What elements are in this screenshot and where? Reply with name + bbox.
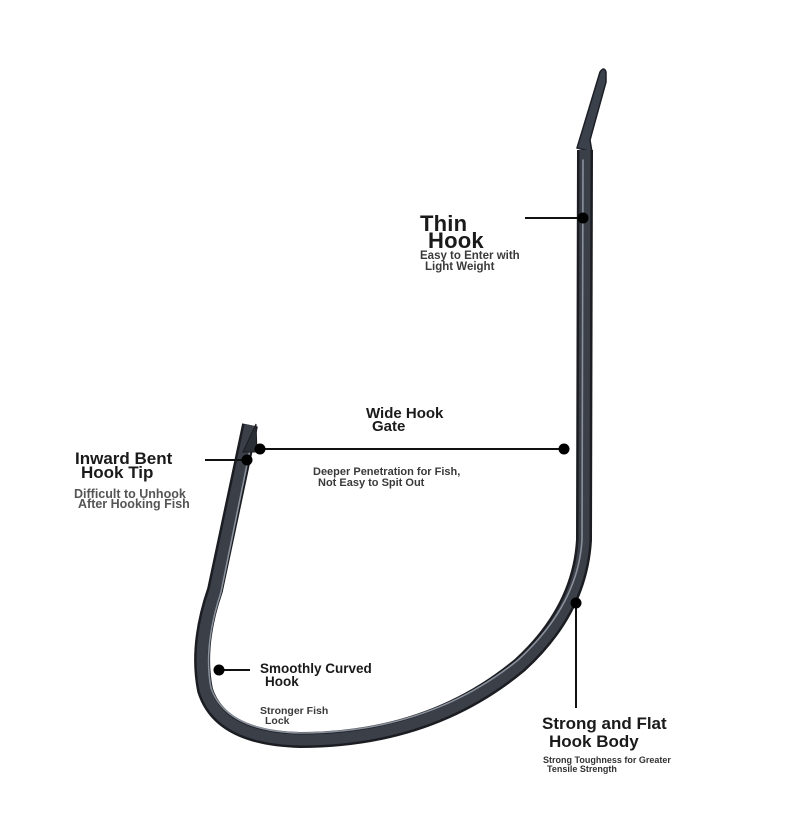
hook-point (242, 423, 258, 453)
wide-gate-title-1: Wide Hook (366, 405, 444, 422)
anchor-dots (213, 212, 589, 676)
dot-gate-right (558, 443, 570, 455)
curved-desc-1: Stronger Fish (260, 705, 329, 717)
flat-body-title-1: Strong and Flat (542, 714, 667, 733)
thin-hook-title-2: Hook (428, 228, 484, 253)
thin-hook-title-1: Thin (420, 211, 468, 236)
inward-tip-desc-2: After Hooking Fish (78, 497, 190, 511)
thin-hook-desc-2: Light Weight (425, 261, 495, 273)
flat-body-title-2: Hook Body (549, 732, 639, 751)
dot-gate-left (254, 443, 266, 455)
dot-inward-tip (241, 454, 253, 466)
wide-gate-desc-1: Deeper Penetration for Fish, (313, 466, 461, 478)
dot-thin-hook (577, 212, 589, 224)
dot-curved (213, 664, 225, 676)
thin-hook-desc-1: Easy to Enter with (420, 250, 520, 262)
flat-body-desc-2: Tensile Strength (547, 764, 617, 774)
inward-tip-desc-1: Difficult to Unhook (74, 487, 186, 501)
hook-body-shade (196, 149, 591, 746)
wide-gate-title-2: Gate (372, 418, 406, 435)
inward-tip-title-1: Inward Bent (75, 449, 173, 468)
hook-body-highlight (207, 159, 584, 734)
curved-title-1: Smoothly Curved (260, 661, 372, 676)
wide-gate-desc-2: Not Easy to Spit Out (318, 477, 425, 489)
hook-eye (576, 68, 607, 154)
leader-lines (205, 217, 583, 708)
curved-title-2: Hook (265, 674, 299, 689)
dot-flat-body (570, 597, 582, 609)
inward-tip-title-2: Hook Tip (81, 463, 154, 482)
flat-body-desc-1: Strong Toughness for Greater (543, 755, 671, 765)
curved-desc-2: Lock (265, 715, 290, 727)
